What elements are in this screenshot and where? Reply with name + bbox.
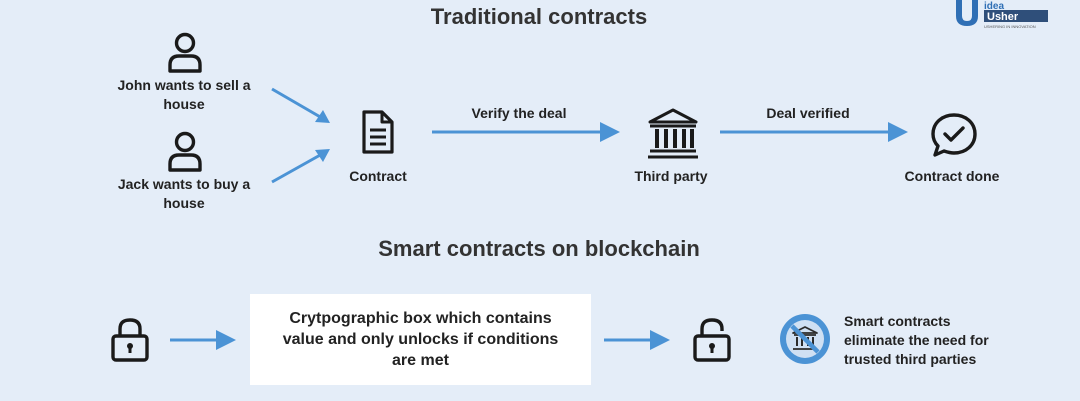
jack-label: Jack wants to buy a house xyxy=(117,176,251,211)
arrowhead-lock-to-box xyxy=(216,330,236,350)
arrowhead-box-to-unlock xyxy=(650,330,670,350)
user-icon xyxy=(167,31,203,73)
arrow-john-to-contract xyxy=(271,87,323,120)
smart-contracts-note: Smart contracts eliminate the need for t… xyxy=(844,313,989,367)
arrowhead-jack xyxy=(315,149,330,162)
chat-check-icon xyxy=(930,111,978,159)
arrow-jack-to-contract xyxy=(271,152,323,184)
logo-top-text: idea xyxy=(984,1,1004,12)
deal-verified-label: Deal verified xyxy=(766,105,850,121)
arrowhead-verify-deal xyxy=(600,122,620,142)
contract-label: Contract xyxy=(349,168,407,184)
document-icon xyxy=(361,109,395,155)
idea-usher-logo: idea Usher USHERING IN INNOVATION xyxy=(954,0,1050,30)
traditional-contracts-title: Traditional contracts xyxy=(430,4,648,29)
john-label: John wants to sell a house xyxy=(117,77,251,112)
arrowhead-deal-verified xyxy=(888,122,908,142)
contract-done-label: Contract done xyxy=(904,168,1000,184)
crypto-box-line: value and only unlocks if conditions xyxy=(282,331,559,348)
padlock-unlocked-icon xyxy=(692,317,732,363)
arrowhead-john xyxy=(315,110,330,123)
logo-tagline: USHERING IN INNOVATION xyxy=(984,24,1036,29)
no-bank-icon xyxy=(779,313,831,365)
cryptographic-box: Crytpographic box which contains value a… xyxy=(250,294,591,385)
bank-building-icon xyxy=(647,107,699,159)
logo-main-text: Usher xyxy=(987,11,1019,23)
third-party-label: Third party xyxy=(634,168,708,184)
verify-deal-label: Verify the deal xyxy=(471,105,567,121)
crypto-box-line: are met xyxy=(392,352,449,369)
user-icon xyxy=(167,130,203,172)
crypto-box-line: Crytpographic box which contains xyxy=(289,310,552,327)
smart-contracts-title: Smart contracts on blockchain xyxy=(378,236,700,261)
padlock-locked-icon xyxy=(110,317,150,363)
